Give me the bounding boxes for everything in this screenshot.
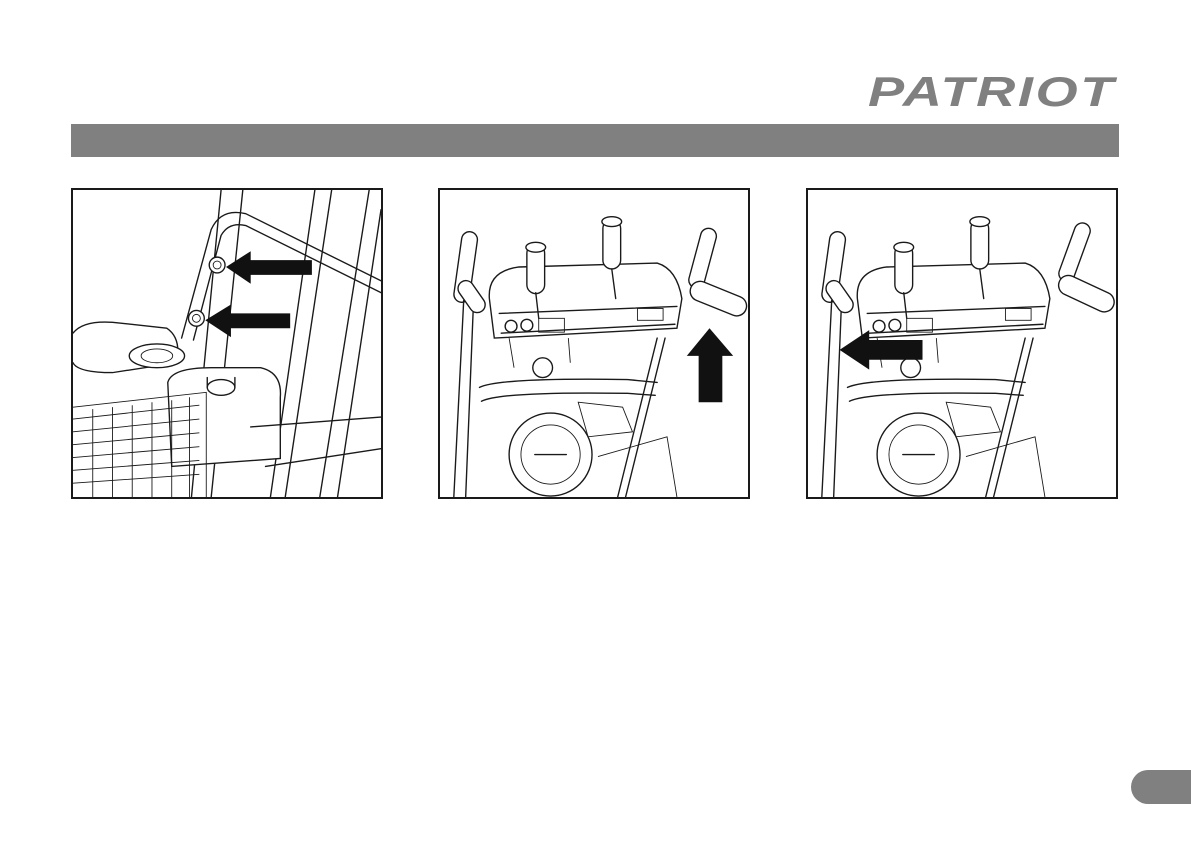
- figure-3-control-panel-lock-handle: [806, 188, 1118, 499]
- figure-2-control-panel-raise-handle: [438, 188, 750, 499]
- patriot-logo: PATRIOT: [864, 70, 1120, 112]
- logo-text: PATRIOT: [868, 70, 1118, 112]
- arrow-left-icon: [226, 251, 312, 284]
- arrow-left-icon: [205, 305, 290, 338]
- figure-1-handle-bolts: [71, 188, 383, 499]
- arrow-up-icon: [687, 328, 733, 402]
- page-number-tab: [1131, 770, 1191, 804]
- section-header-bar: [71, 124, 1119, 157]
